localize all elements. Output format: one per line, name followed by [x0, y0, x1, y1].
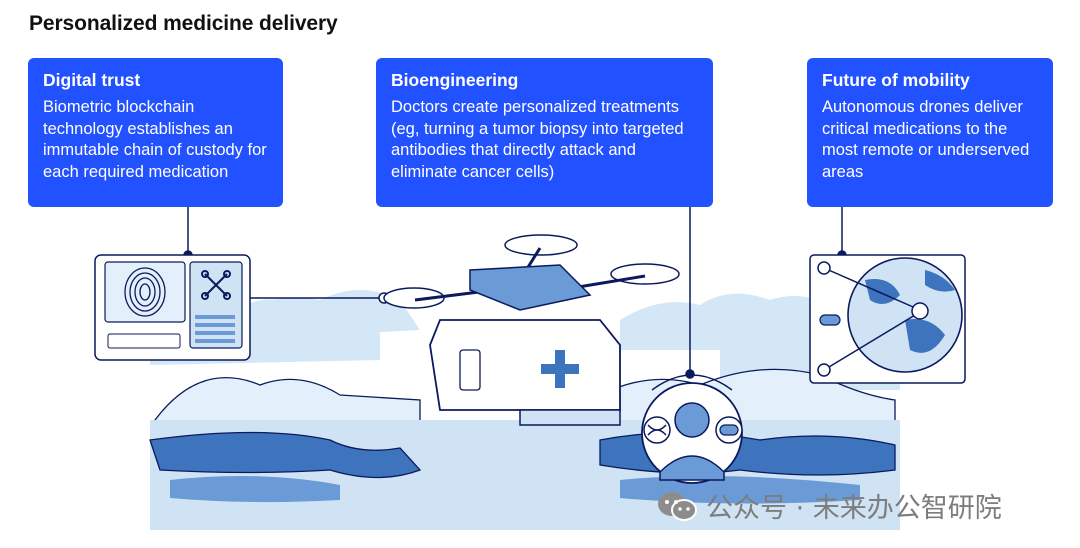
card-body: Biometric blockchain technology establis… — [43, 98, 267, 181]
drone-icon — [201, 270, 231, 300]
drone-with-case — [383, 234, 680, 426]
pill-icon — [715, 416, 743, 444]
card-future-of-mobility: Future of mobility Autonomous drones del… — [807, 58, 1053, 207]
card-title: Digital trust — [43, 70, 141, 90]
card-body: Autonomous drones deliver critical medic… — [822, 98, 1030, 181]
page-title: Personalized medicine delivery — [29, 12, 338, 35]
person-icon — [659, 402, 725, 481]
dna-icon — [643, 416, 671, 444]
patient-portrait — [641, 374, 743, 484]
wechat-icon — [658, 491, 697, 521]
card-title: Future of mobility — [822, 70, 970, 90]
fingerprint-icon — [124, 267, 166, 317]
watermark: 公众号 · 未来办公智研院 — [656, 486, 1002, 525]
globe-panel — [809, 254, 966, 384]
globe-icon — [847, 257, 963, 373]
card-digital-trust: Digital trust Biometric blockchain techn… — [28, 58, 283, 207]
medical-cross-icon — [541, 350, 579, 388]
card-body: Doctors create personalized treatments (… — [391, 98, 684, 181]
card-title: Bioengineering — [391, 70, 519, 90]
biometric-device — [94, 254, 251, 361]
card-bioengineering: Bioengineering Doctors create personaliz… — [376, 58, 713, 207]
watermark-text: 公众号 · 未来办公智研院 — [706, 493, 1002, 524]
